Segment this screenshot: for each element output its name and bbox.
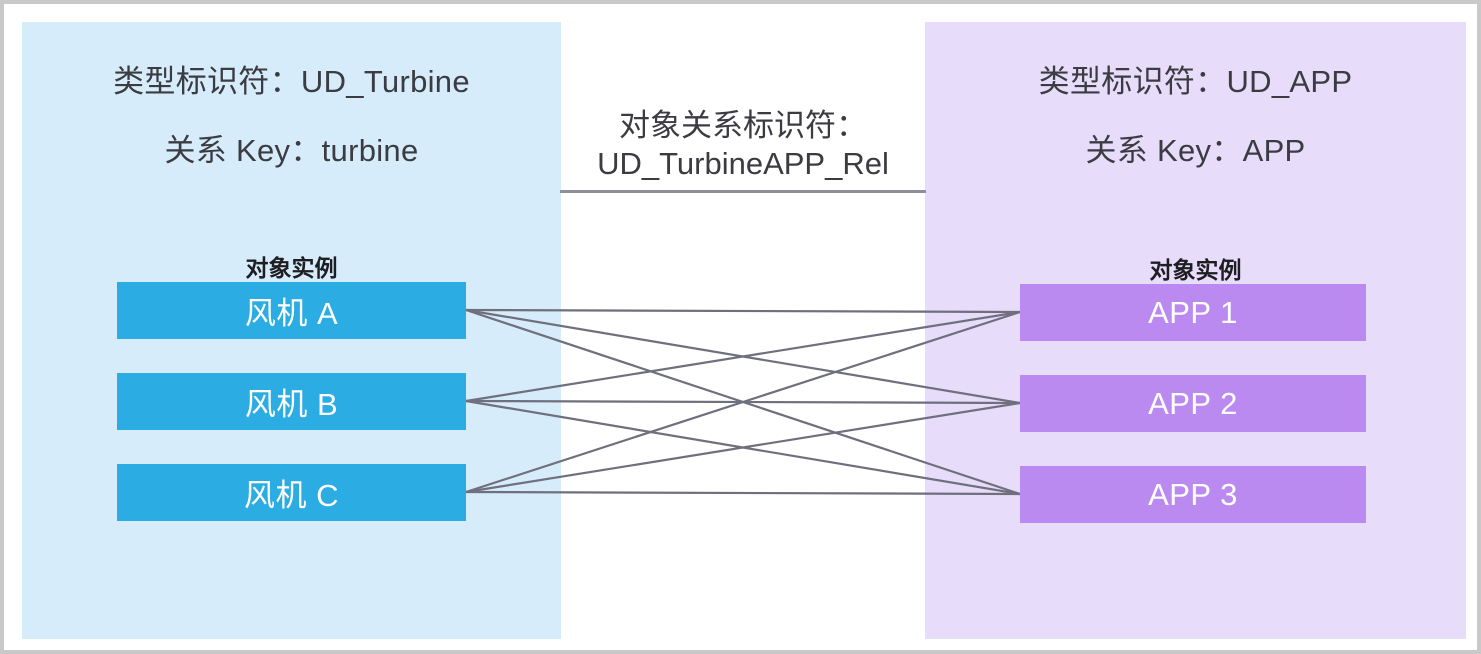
left-node-label: 风机 A: [244, 296, 339, 331]
right-node-label: APP 3: [1148, 476, 1238, 512]
right-instances-label: 对象实例: [1149, 257, 1242, 283]
left-node-label: 风机 C: [244, 478, 339, 513]
relation-label-line-2: UD_TurbineAPP_Rel: [597, 145, 889, 181]
left-instances-label: 对象实例: [245, 255, 338, 281]
left-node-turbine-b[interactable]: 风机 B: [117, 373, 466, 430]
left-type-identifier: 类型标识符：UD_Turbine: [113, 64, 470, 99]
relation-identifier-label: 对象关系标识符： UD_TurbineAPP_Rel: [561, 107, 925, 183]
right-node-app-1[interactable]: APP 1: [1020, 284, 1366, 341]
right-node-label: APP 1: [1148, 294, 1238, 330]
left-node-turbine-a[interactable]: 风机 A: [117, 282, 466, 339]
left-node-turbine-c[interactable]: 风机 C: [117, 464, 466, 521]
left-relation-key: 关系 Key：turbine: [164, 132, 419, 168]
right-node-label: APP 2: [1148, 385, 1238, 421]
relation-label-line-1: 对象关系标识符：: [619, 108, 867, 143]
relation-connector-rule: [560, 190, 926, 193]
right-relation-key: 关系 Key：APP: [1085, 132, 1306, 168]
right-panel-header: 类型标识符：UD_APP 关系 Key：APP: [925, 64, 1466, 168]
right-node-app-3[interactable]: APP 3: [1020, 466, 1366, 523]
left-node-label: 风机 B: [244, 387, 339, 422]
left-panel-header: 类型标识符：UD_Turbine 关系 Key：turbine: [22, 64, 561, 168]
right-node-app-2[interactable]: APP 2: [1020, 375, 1366, 432]
right-type-identifier: 类型标识符：UD_APP: [1038, 64, 1353, 99]
